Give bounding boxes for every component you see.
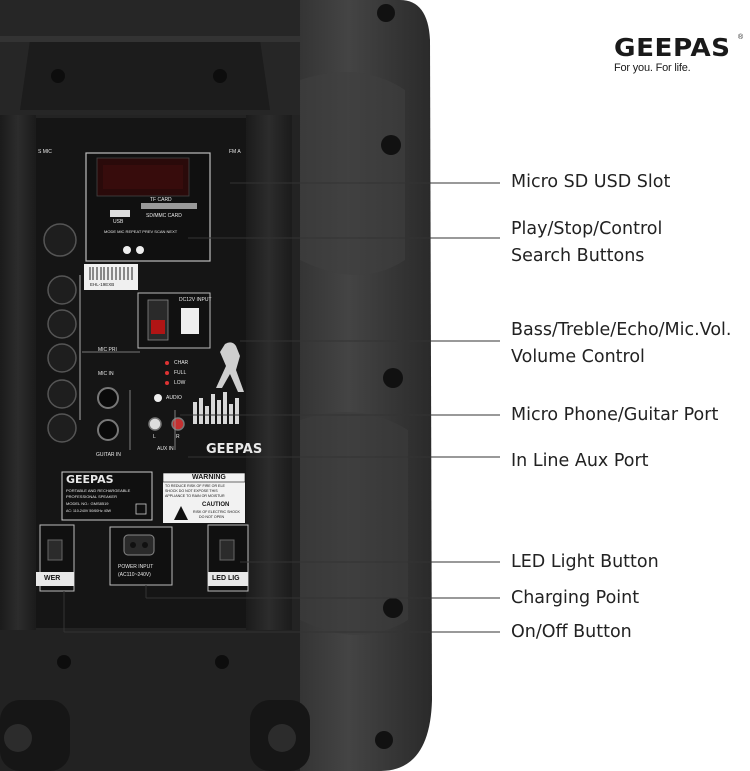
indicator-char (165, 361, 169, 365)
callout-onoff: On/Off Button (511, 622, 632, 642)
spec-plate-spec: AC: 110-240V 50/60Hz 40W (66, 509, 112, 513)
callout-bass-treble: Bass/Treble/Echo/Mic.Vol. Volume Control (511, 320, 732, 367)
panel-mic-in: MIC IN (98, 371, 114, 377)
callout-micro-sd: Micro SD USD Slot (511, 172, 671, 192)
warning-text-1: TO REDUCE RISK OF FIRE OR ELE (165, 484, 225, 488)
aux-jack-left (148, 417, 162, 431)
spec-plate-brand: GEEPAS (66, 473, 114, 486)
screw-hole (381, 135, 401, 155)
panel-full: FULL (174, 370, 187, 376)
spec-plate (61, 471, 153, 521)
panel-fm-label: FM A (229, 149, 241, 155)
panel-guitar-in: GUITAR IN (96, 452, 121, 458)
panel-mode-buttons: MODE MIC REPEAT PREV SCAN NEXT (104, 229, 178, 234)
indicator-full (165, 371, 169, 375)
callout-mic-guitar: Micro Phone/Guitar Port (511, 405, 719, 425)
aux-jack-right (171, 417, 185, 431)
mic-jack (97, 387, 119, 409)
brand-logo: GEEPAS ® For you. For life. (614, 34, 744, 75)
warning-title: WARNING (192, 474, 226, 481)
panel-sd-card: SD/MMC CARD (146, 213, 182, 219)
indicator-low (165, 381, 169, 385)
audio-jack (154, 394, 162, 402)
spec-plate-model: MODEL NO.: GMS8519 (66, 501, 109, 506)
power-input-label-2: (AC110~240V) (118, 572, 151, 578)
caution-text-2: DO NOT OPEN (199, 515, 225, 519)
knob-mic-vol (47, 379, 77, 409)
callout-charging: Charging Point (511, 588, 640, 608)
panel-audio: AUDIO (166, 395, 182, 401)
warning-triangle-icon (174, 506, 188, 520)
panel-mic-label: S MIC (38, 149, 52, 155)
usb-slot (110, 210, 130, 217)
callout-play-stop: Play/Stop/Control Search Buttons (511, 219, 663, 266)
callout-led: LED Light Button (511, 552, 659, 572)
panel-mic-pri: MIC PRI (98, 347, 117, 353)
spec-plate-line2: PROFESSIONAL SPEAKER (66, 494, 117, 499)
panel-tf-card: TF CARD (150, 197, 172, 203)
leader-lines (63, 182, 500, 633)
brand-name: GEEPAS (614, 33, 731, 62)
panel-logo: GEEPAS (206, 442, 263, 457)
screw-hole (377, 4, 395, 22)
screw-hole (375, 731, 393, 749)
sd-slot (141, 203, 197, 209)
handle-right (246, 115, 292, 635)
led-label: LED LIG (212, 575, 240, 582)
knob-volume-2 (47, 413, 77, 443)
callout-aux: In Line Aux Port (511, 451, 649, 471)
caution-title: CAUTION (202, 502, 230, 508)
handle-left (0, 115, 36, 635)
screw-hole (383, 368, 403, 388)
control-knobs (43, 223, 77, 443)
panel-aux-l: L (153, 434, 156, 440)
caution-text-1: RISK OF ELECTRIC SHOCK (193, 510, 240, 514)
brand-tagline: For you. For life. (614, 62, 691, 74)
screw-hole (383, 598, 403, 618)
guitar-jack (97, 419, 119, 441)
panel-dc-input: DC12V INPUT (179, 297, 212, 303)
knob-volume (43, 223, 77, 257)
knob-treble (47, 309, 77, 339)
panel-aux-r: R (176, 434, 180, 440)
knob-bass (47, 275, 77, 305)
dancer-graphic (216, 342, 244, 392)
panel-barcode: EHL-19EXB (90, 282, 115, 287)
spec-plate-line1: PORTABLE AND RECHARGEABLE (66, 488, 131, 493)
panel-aux-in: AUX IN (157, 446, 174, 452)
power-label: WER (44, 575, 61, 582)
panel-usb: USB (113, 219, 124, 225)
brand-registered-mark: ® (738, 34, 744, 41)
power-input-label-1: POWER INPUT (118, 564, 154, 570)
panel-char: CHAR (174, 360, 189, 366)
warning-text-3: APPLIANCE TO RAIN OR MOISTUR (165, 494, 225, 498)
knob-echo (47, 343, 77, 373)
warning-text-2: SHOCK DO NOT EXPOSE THIS (165, 489, 218, 493)
panel-low: LOW (174, 380, 186, 386)
